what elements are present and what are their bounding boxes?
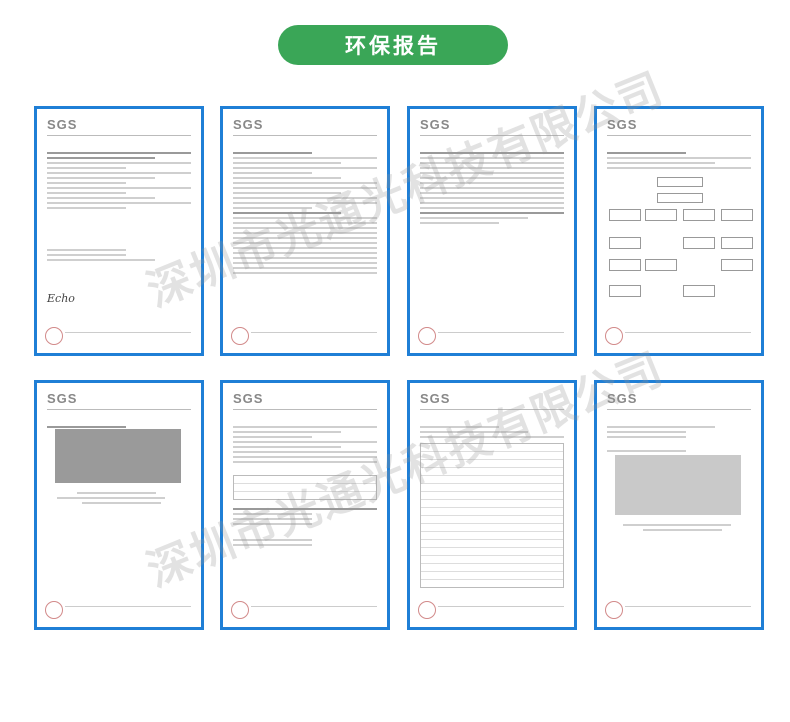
logo-rule (47, 135, 191, 136)
document-text-block (47, 149, 191, 264)
document-text-block (607, 423, 751, 455)
sgs-logo: SGS (47, 391, 78, 406)
sgs-logo: SGS (420, 391, 451, 406)
document-text-block (233, 423, 377, 466)
flowchart-box (721, 209, 753, 221)
stamp-icon (45, 327, 63, 345)
report-card-6[interactable]: SGS (220, 380, 390, 630)
flowchart-box (683, 285, 715, 297)
sgs-logo: SGS (607, 117, 638, 132)
sgs-logo: SGS (233, 117, 264, 132)
document-footer (438, 606, 564, 617)
photo-caption (47, 489, 191, 507)
document-footer (251, 332, 377, 343)
stamp-icon (418, 601, 436, 619)
flowchart-box (657, 193, 703, 203)
report-card-3[interactable]: SGS (407, 106, 577, 356)
flowchart-box (721, 237, 753, 249)
document-text-block (420, 149, 564, 227)
logo-rule (420, 409, 564, 410)
document-footer (438, 332, 564, 343)
flowchart-box (683, 209, 715, 221)
sgs-logo: SGS (420, 117, 451, 132)
document-footer (65, 606, 191, 617)
document-footer (625, 606, 751, 617)
logo-rule (607, 135, 751, 136)
report-card-2[interactable]: SGS (220, 106, 390, 356)
logo-rule (233, 409, 377, 410)
stamp-icon (45, 601, 63, 619)
document-text-block (47, 423, 191, 431)
sample-photo (55, 429, 181, 483)
document-text-block (420, 423, 564, 441)
result-table (420, 443, 564, 588)
stamp-icon (231, 601, 249, 619)
result-table (233, 475, 377, 500)
document-footer (251, 606, 377, 617)
flowchart-box (683, 237, 715, 249)
report-card-7[interactable]: SGS (407, 380, 577, 630)
stamp-icon (231, 327, 249, 345)
logo-rule (233, 135, 377, 136)
report-card-1[interactable]: SGS Echo (34, 106, 204, 356)
signature: Echo (47, 292, 75, 305)
sgs-logo: SGS (607, 391, 638, 406)
document-footer (625, 332, 751, 343)
flowchart-box (645, 259, 677, 271)
logo-rule (420, 135, 564, 136)
report-card-5[interactable]: SGS (34, 380, 204, 630)
flowchart-box (645, 209, 677, 221)
flowchart-box (609, 209, 641, 221)
report-card-8[interactable]: SGS (594, 380, 764, 630)
sample-photo (615, 455, 741, 515)
section-title: 环保报告 (345, 34, 441, 58)
stamp-icon (605, 601, 623, 619)
flowchart-box (609, 285, 641, 297)
logo-rule (47, 409, 191, 410)
report-card-4[interactable]: SGS (594, 106, 764, 356)
flowchart-box (721, 259, 753, 271)
sgs-logo: SGS (47, 117, 78, 132)
flowchart-box (609, 259, 641, 271)
stamp-icon (605, 327, 623, 345)
sgs-logo: SGS (233, 391, 264, 406)
flowchart-box (609, 237, 641, 249)
flowchart-box (657, 177, 703, 187)
stamp-icon (418, 327, 436, 345)
document-text-block (233, 149, 377, 277)
logo-rule (607, 409, 751, 410)
photo-caption (607, 521, 751, 534)
document-text-block (233, 505, 377, 549)
section-title-banner: 环保报告 (278, 25, 508, 65)
document-footer (65, 332, 191, 343)
document-text-block (607, 149, 751, 172)
